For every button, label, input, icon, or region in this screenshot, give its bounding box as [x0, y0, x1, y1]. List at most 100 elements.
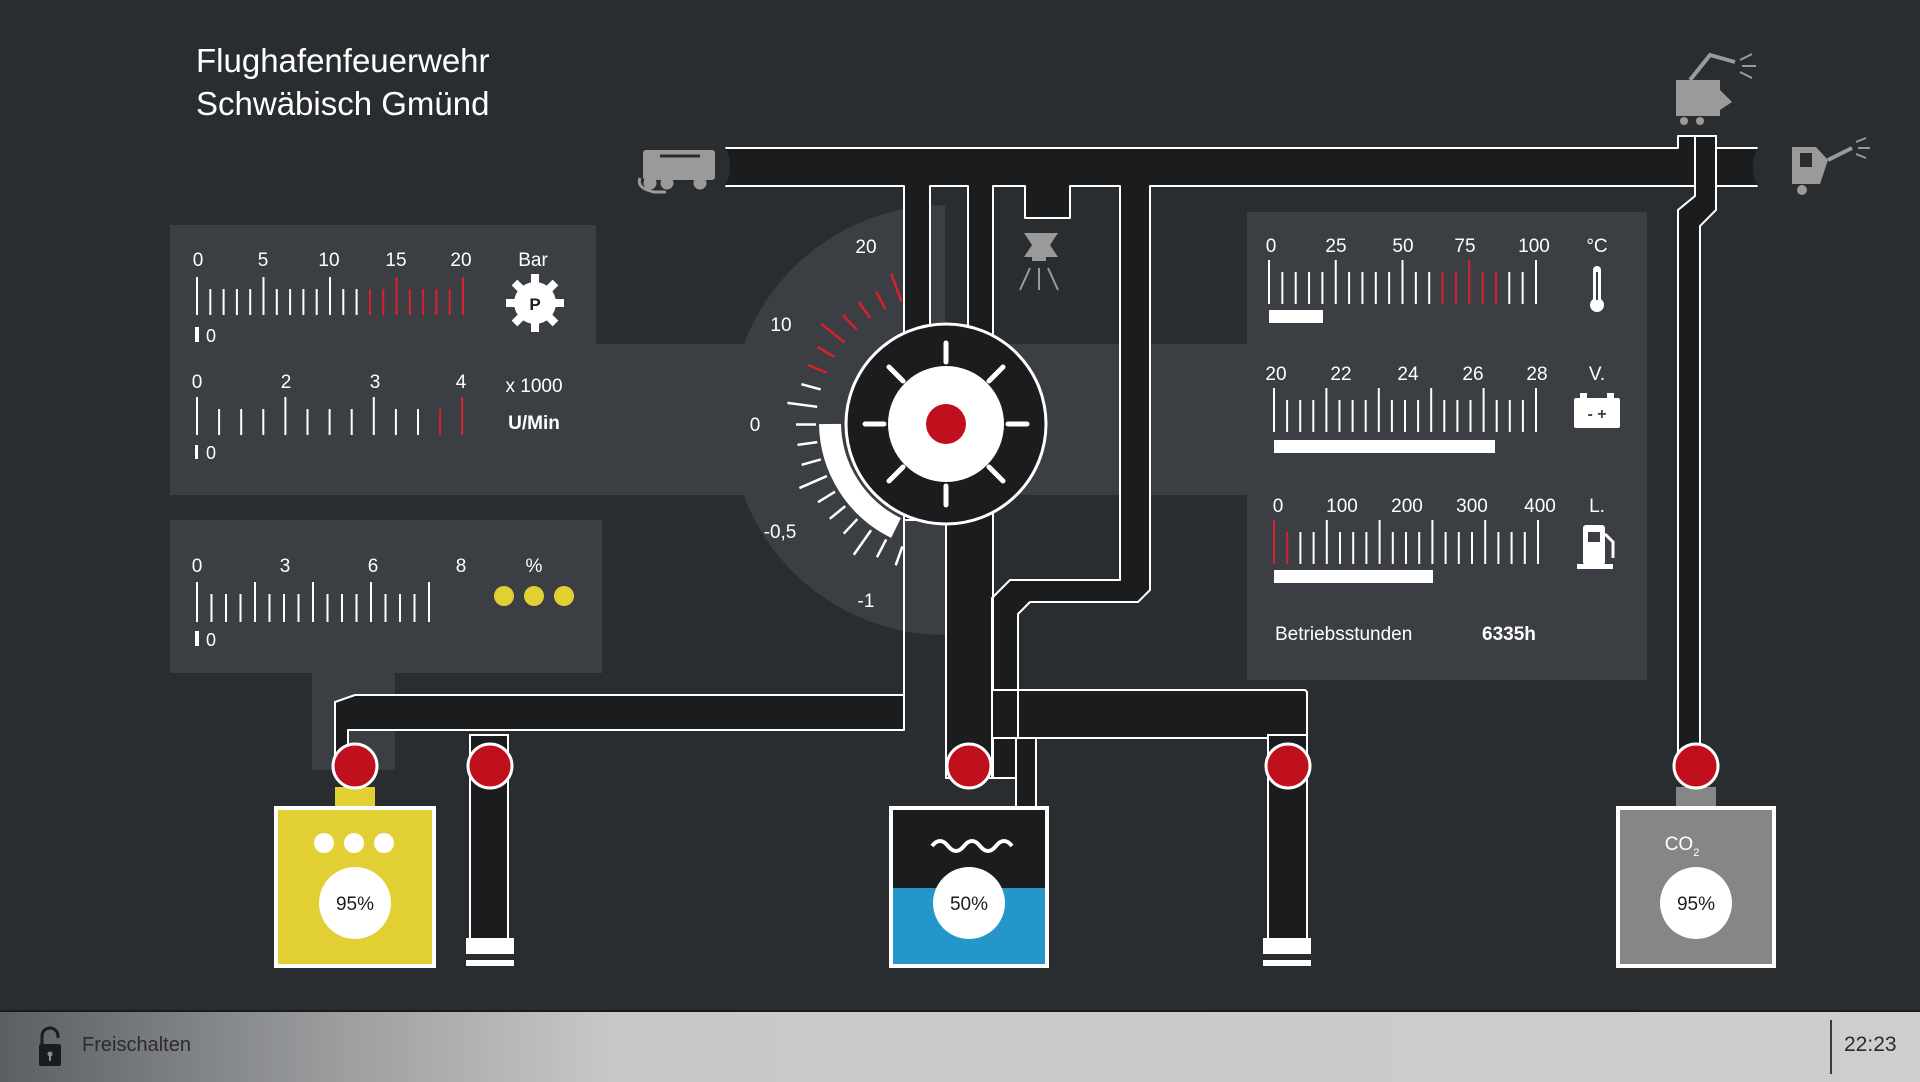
engine-panel: 0 5 10 15 20 Bar 0 P 0 2 3 4 x 1000 U/Mi…: [170, 225, 596, 495]
temp-tick-100: 100: [1518, 236, 1550, 257]
foam-ratio-panel: 0 3 6 8 % 0: [170, 520, 602, 673]
vehicle-status-panel: 0 25 50 75 100 °C 20 22 24 26 28 V. - + …: [1247, 212, 1647, 680]
vehicle-status-gauges: 0 25 50 75 100 °C 20 22 24 26 28 V. - + …: [1247, 212, 1647, 680]
rpm-scale: [197, 397, 462, 435]
footer-divider: [1830, 1020, 1832, 1074]
voltage-scale: [1274, 388, 1536, 432]
foam-value: 0: [206, 630, 216, 650]
pressure-tick-10: 10: [318, 250, 339, 271]
foam-ratio-gauge: 0 3 6 8 % 0: [170, 520, 602, 673]
title-line1: Flughafenfeuerwehr: [196, 42, 490, 80]
co2-tank-percent: 95%: [1677, 894, 1715, 915]
engine-gauges: 0 5 10 15 20 Bar 0 P 0 2 3 4 x 1000 U/Mi…: [170, 225, 596, 495]
rpm-tick-2: 2: [281, 372, 292, 393]
title-line2: Schwäbisch Gmünd: [196, 85, 489, 123]
spray-nozzle-icon[interactable]: [1020, 233, 1058, 290]
gear-tooth: [506, 299, 516, 307]
dial-label-10: 10: [770, 315, 791, 336]
pressure-gear-icon: P: [506, 274, 564, 332]
rpm-value: 0: [206, 443, 216, 463]
dial-label-20: 20: [855, 237, 876, 258]
foam-indicator: [195, 631, 199, 646]
pressure-scale: [197, 277, 463, 315]
operating-hours-label: Betriebsstunden: [1275, 624, 1412, 645]
foam-tick-3: 3: [280, 556, 291, 577]
foam-valve[interactable]: [333, 744, 377, 788]
footer-bar: Freischalten 22:23: [0, 1010, 1920, 1082]
foam-dots-icon: [494, 586, 574, 606]
right-outlet-valve[interactable]: [1266, 744, 1310, 788]
foam-tick-6: 6: [368, 556, 379, 577]
rpm-indicator: [195, 445, 198, 459]
gear-tooth: [531, 274, 539, 284]
water-valve[interactable]: [947, 744, 991, 788]
water-fill-pipe: [1016, 738, 1036, 810]
pressure-icon-letter: P: [529, 295, 540, 314]
fuel-scale: [1274, 520, 1538, 564]
foam-tank[interactable]: 95%: [276, 787, 434, 966]
left-outlet-cap: [466, 938, 514, 954]
temp-tick-0: 0: [1266, 236, 1277, 257]
right-outlet-cap: [1263, 938, 1311, 954]
padlock-open-icon[interactable]: [38, 1026, 62, 1068]
dial-label-0: 0: [750, 415, 761, 436]
pressure-tick-5: 5: [258, 250, 269, 271]
dial-label-minus-1: -1: [858, 591, 875, 612]
co2-tank-label-subscript: 2: [1693, 847, 1699, 859]
volt-unit: V.: [1589, 364, 1605, 385]
temp-tick-25: 25: [1325, 236, 1346, 257]
rpm-unit: U/Min: [508, 413, 560, 434]
co2-valve[interactable]: [1674, 744, 1718, 788]
left-outlet-base: [466, 960, 514, 966]
pump-icon[interactable]: [846, 324, 1046, 524]
rpm-tick-3: 3: [370, 372, 381, 393]
pressure-unit: Bar: [518, 250, 548, 271]
volt-tick-24: 24: [1397, 364, 1419, 385]
front-turret-icon[interactable]: [1753, 125, 1870, 209]
rpm-multiplier: x 1000: [505, 376, 562, 397]
right-outlet-base: [1263, 960, 1311, 966]
gear-tooth: [554, 299, 564, 307]
roof-turret-icon[interactable]: [1676, 54, 1756, 125]
temp-tick-75: 75: [1454, 236, 1475, 257]
pressure-value: 0: [206, 326, 216, 346]
fuel-pump-icon: [1577, 525, 1613, 569]
gear-tooth: [531, 322, 539, 332]
clock: 22:23: [1844, 1033, 1897, 1057]
foam-scale: [197, 582, 429, 622]
co2-tank-neck: [1676, 787, 1716, 809]
temp-level-bar: [1269, 310, 1323, 323]
temp-scale: [1269, 260, 1536, 304]
vehicle-intake-icon[interactable]: [639, 125, 730, 209]
left-outlet-valve[interactable]: [468, 744, 512, 788]
temp-tick-50: 50: [1392, 236, 1413, 257]
battery-symbols: - +: [1587, 406, 1606, 423]
volt-tick-20: 20: [1265, 364, 1286, 385]
volt-tick-26: 26: [1462, 364, 1483, 385]
fuel-unit: L.: [1589, 496, 1605, 517]
dial-label-minus-0-5: -0,5: [764, 522, 797, 543]
operating-hours-value: 6335h: [1482, 624, 1536, 645]
co2-tank[interactable]: CO2 95%: [1618, 787, 1774, 966]
foam-tick-0: 0: [192, 556, 203, 577]
foam-tank-neck: [335, 787, 375, 809]
temp-unit: °C: [1586, 236, 1607, 257]
rpm-tick-0: 0: [192, 372, 203, 393]
fuel-tick-400: 400: [1524, 496, 1556, 517]
water-tank-percent: 50%: [950, 894, 988, 915]
right-vertical-pipe: [1678, 136, 1716, 760]
rpm-tick-4: 4: [456, 372, 467, 393]
foam-unit: %: [526, 556, 543, 577]
volt-tick-22: 22: [1330, 364, 1351, 385]
water-tank[interactable]: 50%: [891, 808, 1047, 966]
fuel-level-bar: [1274, 570, 1433, 583]
pressure-tick-15: 15: [385, 250, 406, 271]
volt-tick-28: 28: [1526, 364, 1547, 385]
pressure-indicator: [195, 327, 199, 342]
fuel-tick-300: 300: [1456, 496, 1488, 517]
pressure-tick-20: 20: [450, 250, 471, 271]
foam-tick-8: 8: [456, 556, 467, 577]
thermometer-icon: [1590, 266, 1604, 312]
foam-tank-dot: [314, 833, 334, 853]
unlock-button[interactable]: Freischalten: [82, 1034, 191, 1057]
